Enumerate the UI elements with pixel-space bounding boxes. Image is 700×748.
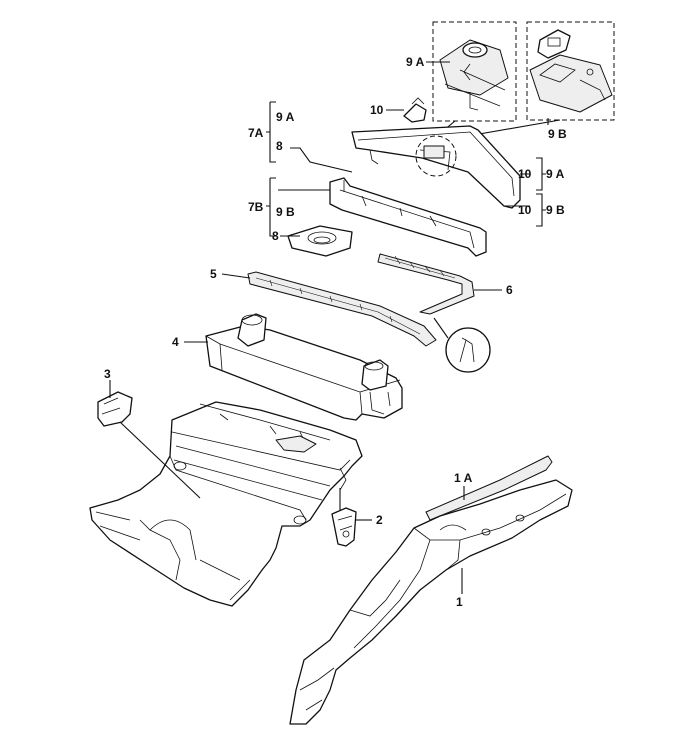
- label-2: 2: [376, 513, 383, 527]
- label-8-b: 8: [272, 229, 279, 243]
- label-6: 6: [506, 283, 513, 297]
- label-9a-right-1: 9 A: [546, 167, 565, 181]
- label-3: 3: [104, 367, 111, 381]
- label-1: 1: [456, 595, 463, 609]
- label-8-a: 8: [276, 139, 283, 153]
- part-10-clip: [403, 97, 427, 123]
- label-7a: 7A: [248, 126, 264, 140]
- callout-labels: 9 A 10 9 B 9 A 7A 8 10 9 A 7B 9 B 8 10 9…: [104, 55, 567, 609]
- label-10-top: 10: [370, 103, 384, 117]
- floor-pan: [89, 401, 363, 607]
- part-7a-upper-panel: [351, 125, 521, 209]
- part-2-bracket: [331, 507, 357, 547]
- label-7b: 7B: [248, 200, 264, 214]
- label-9b-top: 9 B: [548, 127, 567, 141]
- label-4: 4: [172, 335, 179, 349]
- label-1a: 1 A: [454, 471, 473, 485]
- part-7b-lower-panel: [329, 177, 487, 257]
- detail-inset-9b: [526, 21, 615, 121]
- part-8-bracket: [287, 225, 353, 257]
- detail-inset-9a: [432, 21, 517, 122]
- label-10-right-1: 10: [518, 167, 532, 181]
- leader-lines: [109, 61, 549, 594]
- label-5: 5: [210, 267, 217, 281]
- part-3-bracket: [97, 391, 133, 427]
- part-1a-strip: [425, 455, 553, 521]
- label-9b-left: 9 B: [276, 205, 295, 219]
- part-6-seal: [377, 253, 475, 315]
- part-1-side-member: [289, 479, 573, 725]
- label-10-right-2: 10: [518, 203, 532, 217]
- part-4-cross-member: [205, 313, 403, 421]
- label-9a-top: 9 A: [406, 55, 425, 69]
- profile-detail-circle: [433, 317, 491, 373]
- label-9a-bracket: 9 A: [276, 110, 295, 124]
- part-5-strip: [247, 271, 437, 347]
- label-9b-right-2: 9 B: [546, 203, 565, 217]
